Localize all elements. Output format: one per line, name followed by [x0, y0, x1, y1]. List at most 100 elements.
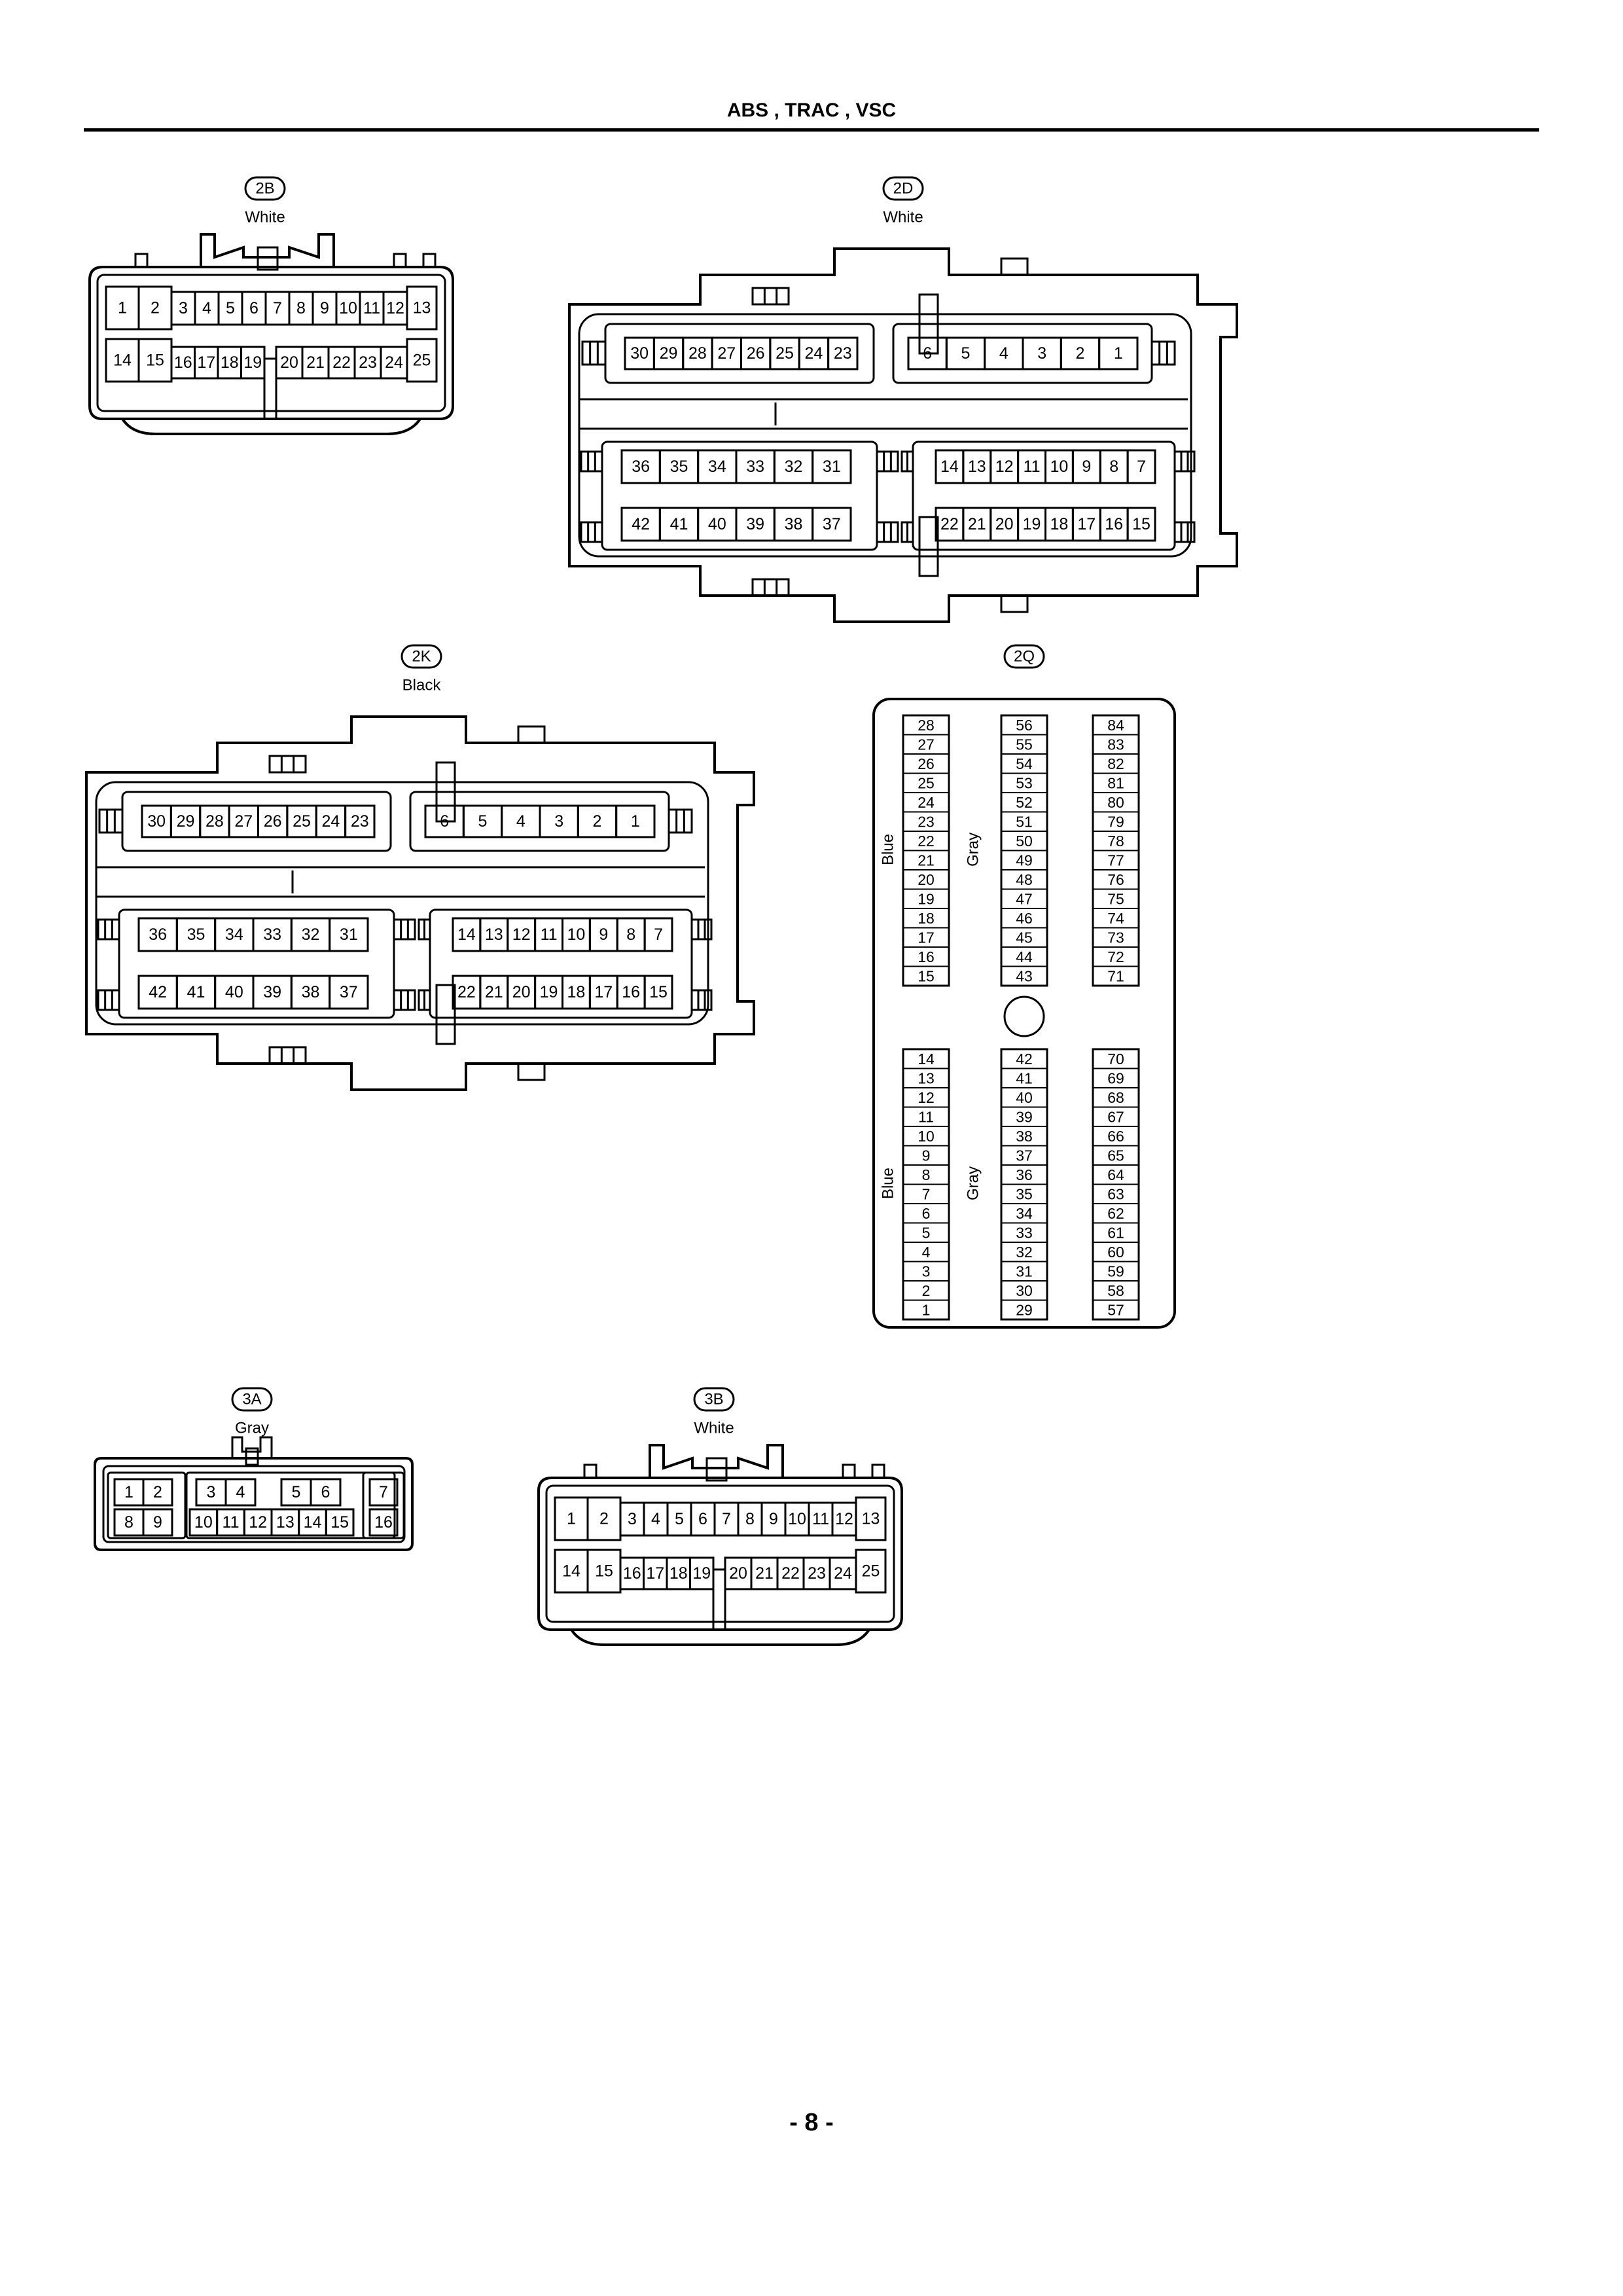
color-label-gray: Gray [965, 833, 982, 867]
outline [368, 1508, 399, 1537]
connector-color: White [883, 209, 923, 226]
pin-number: 30 [1016, 1282, 1033, 1299]
pin-number: 27 [918, 736, 935, 753]
pin-number: 17 [1077, 515, 1096, 533]
pin-number: 10 [788, 1510, 806, 1528]
pin-number: 8 [745, 1510, 755, 1528]
outline [1000, 257, 1029, 275]
connector-color: White [694, 1420, 734, 1437]
pin-number: 33 [1016, 1224, 1033, 1241]
pin-number: 17 [646, 1564, 664, 1583]
pin-number: 19 [1023, 515, 1041, 533]
pin-number: 13 [276, 1513, 294, 1532]
pin-number: 25 [776, 344, 794, 363]
pin-number: 7 [722, 1510, 731, 1528]
pin-number: 4 [516, 812, 526, 831]
pin-number: 53 [1016, 774, 1033, 791]
color-label-gray: Gray [965, 1166, 982, 1200]
outline [517, 1064, 546, 1081]
pin-number: 66 [1107, 1128, 1124, 1145]
outline [393, 989, 416, 1011]
pin-number: 23 [918, 813, 935, 830]
outline [1126, 507, 1156, 542]
pin-number: 13 [862, 1510, 880, 1528]
pin-number: 38 [1016, 1128, 1033, 1145]
pin-number: 33 [746, 457, 764, 476]
pin-number: 6 [321, 1483, 330, 1501]
outline [872, 698, 1176, 1329]
pin-number: 19 [540, 983, 558, 1001]
pin-number: 68 [1107, 1089, 1124, 1106]
outline [422, 253, 437, 268]
outline [85, 715, 755, 1091]
outline [1150, 340, 1176, 366]
pin-number: 16 [1105, 515, 1123, 533]
outline [812, 449, 852, 484]
connector-color: Gray [235, 1420, 269, 1437]
pin-number: 79 [1107, 813, 1124, 830]
pin-number: 9 [922, 1147, 931, 1164]
outline [643, 917, 673, 952]
pin-number: 8 [124, 1513, 134, 1532]
pin-number: 74 [1107, 910, 1124, 927]
header-rule [84, 128, 1539, 132]
pin-number: 1 [124, 1483, 134, 1501]
pin-number: 81 [1107, 774, 1124, 791]
pin-number: 26 [918, 755, 935, 772]
pin-number: 73 [1107, 929, 1124, 946]
outline [601, 440, 878, 551]
outline [244, 176, 286, 201]
pin-number: 9 [153, 1513, 162, 1532]
outline [912, 440, 1176, 551]
pin-number: 25 [862, 1562, 880, 1581]
pin-number: 31 [1016, 1263, 1033, 1280]
pin-number: 28 [205, 812, 224, 831]
pin-number: 3 [922, 1263, 931, 1280]
outline [517, 725, 546, 743]
outline [876, 521, 899, 543]
pin-number: 25 [413, 351, 431, 370]
pin-number: 78 [1107, 833, 1124, 850]
pin-number: 39 [263, 983, 281, 1001]
outline [268, 1046, 307, 1065]
pin-number: 10 [918, 1128, 935, 1145]
pin-number: 9 [599, 925, 608, 944]
pin-number: 19 [918, 890, 935, 907]
outline [1126, 449, 1156, 484]
pin-number: 4 [236, 1483, 245, 1501]
pin-number: 22 [457, 983, 476, 1001]
pin-number: 1 [1114, 344, 1123, 363]
pin-number: 36 [149, 925, 167, 944]
pin-number: 84 [1107, 717, 1124, 734]
pin-number: 7 [1137, 457, 1146, 476]
pin-number: 28 [918, 717, 935, 734]
connector-2q: 2Q28272625242322212019181716155655545352… [872, 644, 1176, 1329]
outline [88, 266, 454, 420]
pin-number: 42 [632, 515, 650, 533]
pin-number: 14 [304, 1513, 322, 1532]
outline [95, 781, 709, 1026]
pin-number: 1 [567, 1510, 576, 1528]
pin-number: 3 [1037, 344, 1046, 363]
pin-number: 11 [363, 299, 380, 317]
pin-number: 42 [1016, 1050, 1033, 1067]
pin-number: 40 [708, 515, 726, 533]
pin-number: 31 [340, 925, 358, 944]
outline [245, 1447, 259, 1466]
pin-number: 32 [302, 925, 320, 944]
pin-number: 24 [322, 812, 340, 831]
pin-number: 83 [1107, 736, 1124, 753]
pin-number: 15 [1132, 515, 1150, 533]
outline [871, 1463, 885, 1479]
pin-number: 7 [273, 299, 282, 317]
pin-number: 12 [512, 925, 531, 944]
pin-number: 14 [940, 457, 959, 476]
pin-number: 16 [374, 1513, 393, 1532]
pin-number: 12 [995, 457, 1014, 476]
pin-number: 31 [823, 457, 841, 476]
pin-number: 2 [153, 1483, 162, 1501]
pin-number: 10 [1050, 457, 1069, 476]
outline [97, 989, 120, 1011]
pin-number: 17 [918, 929, 935, 946]
